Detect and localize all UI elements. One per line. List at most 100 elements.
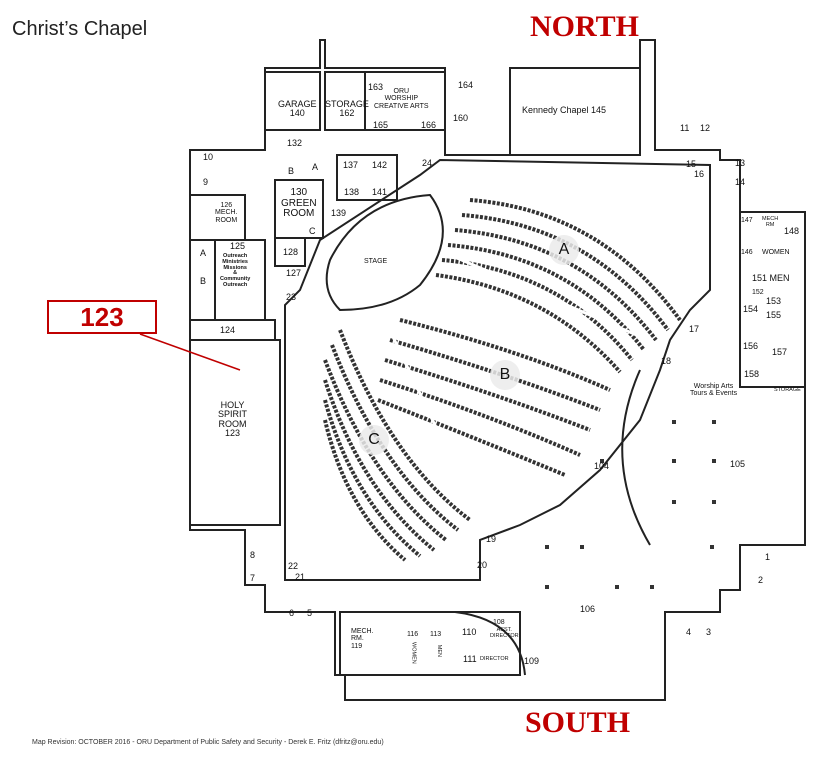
- room-157: 157: [772, 347, 788, 357]
- lobby-curve: [621, 369, 651, 546]
- room-166: 166: [421, 120, 437, 130]
- room-callout: 123: [47, 300, 157, 334]
- green-room-label: 130 GREEN ROOM: [281, 187, 317, 219]
- mech-room-126-label: 126 MECH. ROOM: [215, 202, 238, 224]
- door-3: 3: [706, 627, 712, 637]
- room-158: 158: [744, 369, 760, 379]
- room-160: 160: [453, 113, 469, 123]
- rooms-137-142-outline: [336, 154, 398, 201]
- section-a: A: [549, 235, 579, 265]
- room-104: 104: [594, 461, 610, 471]
- room-138: 138: [344, 187, 360, 197]
- oru-worship-label: ORU WORSHIP CREATIVE ARTS: [374, 88, 429, 110]
- door-8: 8: [250, 550, 256, 560]
- room-148: 148: [784, 226, 800, 236]
- room-113: 113: [430, 631, 442, 638]
- room-152: 152: [752, 289, 764, 296]
- south-label: SOUTH: [525, 706, 631, 739]
- men-restroom-east: 151 MEN: [752, 273, 790, 283]
- north-label: NORTH: [530, 10, 639, 43]
- door-20: 20: [477, 560, 488, 570]
- room-139: 139: [331, 208, 347, 218]
- director-label: DIRECTOR: [480, 656, 509, 662]
- room-142: 142: [372, 160, 388, 170]
- door-19: 19: [486, 534, 497, 544]
- room-109: 109: [524, 656, 540, 666]
- mech-rm-small-label: MECH RM: [762, 216, 779, 228]
- door-1: 1: [765, 552, 771, 562]
- outreach-label: Outreach Ministries Missions & Community…: [220, 253, 251, 288]
- room-c-north: C: [309, 226, 316, 236]
- room-141: 141: [372, 187, 388, 197]
- door-9: 9: [203, 177, 209, 187]
- room-a-west: A: [200, 248, 207, 258]
- door-14: 14: [735, 177, 746, 187]
- room-128-outline: [274, 237, 306, 267]
- room-165: 165: [373, 120, 389, 130]
- outer-wall: [189, 39, 806, 701]
- oru-worship-outline: [364, 71, 446, 131]
- door-13: 13: [735, 158, 746, 168]
- south-rooms-outline: [339, 611, 521, 676]
- storage-small-label: STORAGE: [774, 387, 801, 393]
- door-4: 4: [686, 627, 692, 637]
- room-146: 146: [741, 249, 753, 256]
- door-5: 5: [307, 608, 313, 618]
- kennedy-chapel-label: Kennedy Chapel 145: [522, 105, 607, 115]
- door-24: 24: [422, 158, 433, 168]
- door-17: 17: [689, 324, 700, 334]
- room-155: 155: [766, 310, 782, 320]
- map-title: Christ’s Chapel: [12, 18, 148, 40]
- worship-arts-label: Worship Arts Tours & Events: [690, 383, 738, 398]
- room-164: 164: [458, 80, 474, 90]
- room-b-west: B: [200, 276, 207, 286]
- room-153: 153: [766, 296, 782, 306]
- garage-label: GARAGE 140: [278, 99, 317, 119]
- door-22: 22: [288, 561, 299, 571]
- storage-label: STORAGE 162: [325, 99, 369, 119]
- section-b: B: [490, 360, 520, 390]
- room-a-north: A: [312, 162, 319, 172]
- east-rooms-outline: [739, 211, 806, 388]
- door-16: 16: [694, 169, 705, 179]
- mech-room-119-label: MECH. RM. 119: [351, 628, 374, 650]
- door-6: 6: [289, 608, 295, 618]
- callout-pointer: [139, 333, 241, 371]
- room-111: 111: [463, 654, 477, 664]
- stage-label: STAGE: [364, 258, 388, 265]
- section-c: C: [359, 425, 389, 455]
- room-b-north: B: [288, 166, 295, 176]
- women-restroom-south: WOMEN: [410, 642, 417, 664]
- door-10: 10: [203, 152, 214, 162]
- south-curve: [454, 611, 526, 676]
- room-128: 128: [283, 247, 299, 257]
- women-restroom-east: WOMEN: [762, 249, 790, 256]
- door-11: 11: [680, 123, 690, 133]
- holy-spirit-room-label: HOLY SPIRIT ROOM 123: [218, 400, 248, 439]
- kennedy-chapel-outline: [509, 67, 641, 156]
- room-132: 132: [287, 138, 303, 148]
- door-12: 12: [700, 123, 711, 133]
- room-116: 116: [407, 631, 419, 638]
- stage-outline: [325, 193, 444, 312]
- room-108: 108: [493, 619, 505, 626]
- room-125: 125: [230, 241, 246, 251]
- garage-outline: [264, 71, 321, 131]
- room-147: 147: [741, 217, 753, 224]
- room-154: 154: [743, 304, 759, 314]
- auditorium-wall: [284, 158, 711, 581]
- door-18: 18: [661, 356, 672, 366]
- room-110: 110: [462, 627, 477, 637]
- room-156: 156: [743, 341, 759, 351]
- door-2: 2: [758, 575, 764, 585]
- room-137: 137: [343, 160, 359, 170]
- door-23: 23: [286, 292, 297, 302]
- room-106: 106: [580, 604, 596, 614]
- room-163: 163: [368, 82, 384, 92]
- door-15: 15: [686, 159, 697, 169]
- door-7: 7: [250, 573, 256, 583]
- map-footer: Map Revision: OCTOBER 2016 - ORU Departm…: [32, 739, 384, 746]
- room-124-outline: [189, 319, 276, 341]
- room-124: 124: [220, 325, 236, 335]
